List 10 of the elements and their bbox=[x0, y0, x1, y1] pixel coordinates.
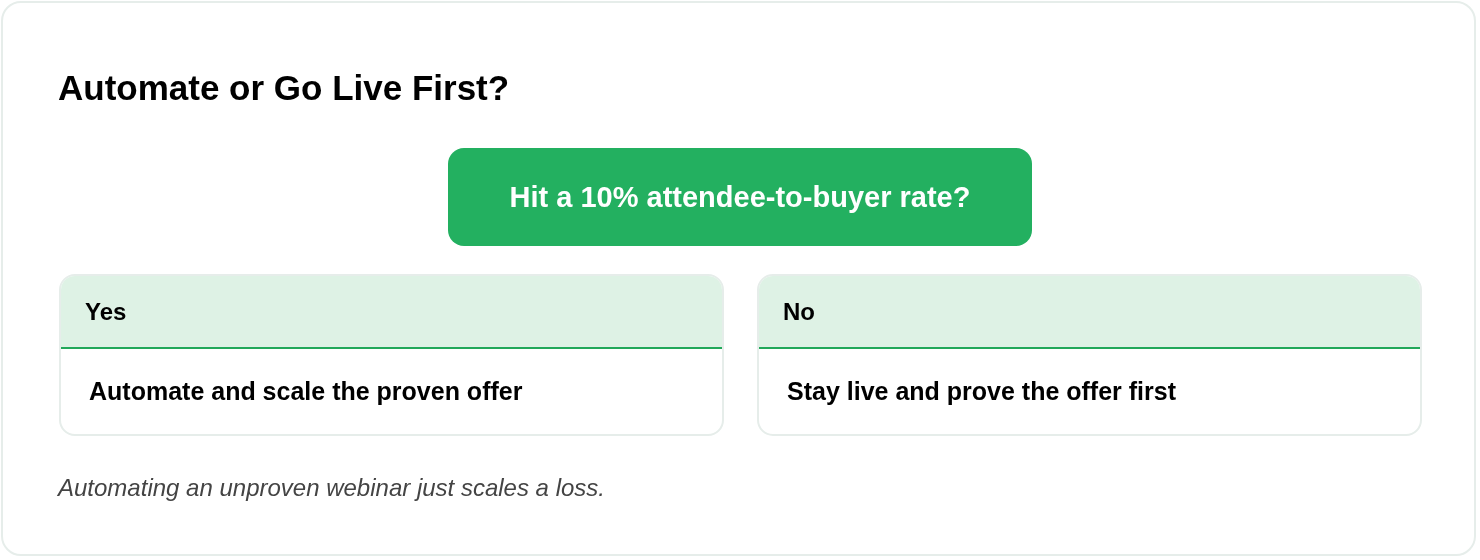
outcome-card bbox=[59, 274, 724, 436]
outcome-text: Automate and scale the proven offer bbox=[89, 376, 523, 407]
outcome-heading: Yes bbox=[61, 276, 722, 349]
outcome-text: Stay live and prove the offer first bbox=[787, 376, 1176, 407]
decision-question: Hit a 10% attendee-to-buyer rate? bbox=[509, 180, 971, 214]
decision-box bbox=[448, 148, 1032, 246]
outcome-heading: No bbox=[759, 276, 1420, 349]
caption-note: Automating an unproven webinar just scales a loss. bbox=[58, 473, 605, 503]
outcome-card bbox=[757, 274, 1422, 436]
diagram-title: Automate or Go Live First? bbox=[58, 67, 510, 109]
